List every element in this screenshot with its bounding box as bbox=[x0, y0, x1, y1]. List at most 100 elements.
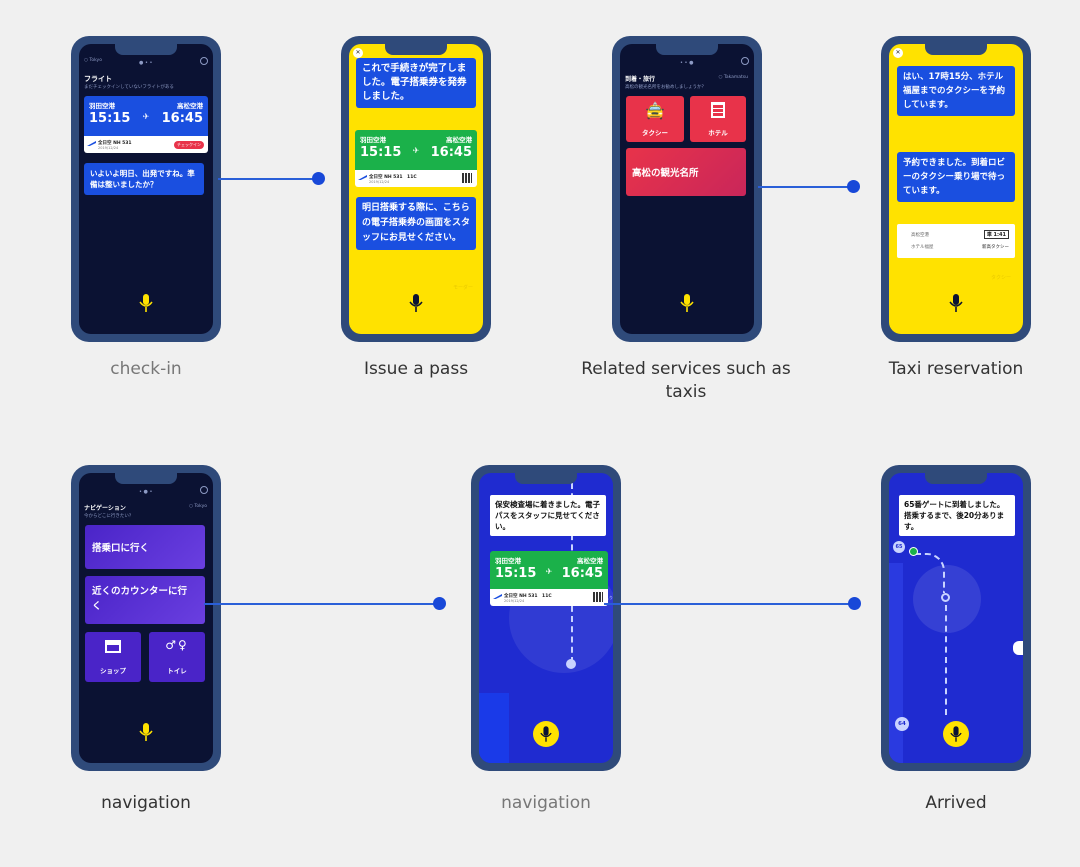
phone-arrived: 65 64 65番ゲートに到着しました。搭乗するまで、後20分あります。 bbox=[881, 465, 1031, 771]
plane-icon: ✈ bbox=[545, 567, 553, 576]
dropoff-label: ホテル福屋 bbox=[911, 245, 934, 250]
taxi-label: タクシー bbox=[642, 129, 668, 137]
phone-taxi-reservation: ✕ はい、17時15分、ホテル福屋までのタクシーを予約しています。 予約できまし… bbox=[881, 36, 1031, 342]
flight-date: 2019/12/24 bbox=[98, 146, 119, 150]
location-label: ○ Tokyo bbox=[189, 504, 207, 509]
map-strip bbox=[889, 563, 903, 763]
notch bbox=[115, 473, 177, 484]
close-icon[interactable]: ✕ bbox=[353, 48, 363, 58]
shop-tile[interactable]: ショップ bbox=[85, 632, 141, 682]
toilet-tile[interactable]: ♂♀ トイレ bbox=[149, 632, 205, 682]
departure-time: 15:15 bbox=[360, 145, 402, 160]
plane-icon: ✈ bbox=[412, 146, 420, 155]
microphone-icon[interactable] bbox=[949, 294, 963, 312]
arrival-time: 16:45 bbox=[561, 566, 603, 581]
screen-navigation-map: ム 入り 保安検査場に着きました。電子パスをスタッフに見せてください。 羽田空港… bbox=[479, 473, 613, 763]
phone-checkin: ○ Tokyo ● • • フライト まだチェックインしていないフライトがある … bbox=[71, 36, 221, 342]
microphone-button[interactable] bbox=[533, 721, 559, 747]
assistant-bubble: 65番ゲートに到着しました。搭乗するまで、後20分あります。 bbox=[899, 495, 1015, 536]
pickup-label: 高松空港 bbox=[911, 233, 929, 238]
hotel-label: ホテル bbox=[708, 129, 728, 137]
caption-arrived: Arrived bbox=[925, 793, 987, 813]
flight-number: 全日空 NH 531 bbox=[98, 141, 132, 146]
connector-line bbox=[758, 186, 853, 188]
checkin-badge[interactable]: チェックイン bbox=[174, 141, 204, 149]
assistant-bubble: いよいよ明日、出発ですね。準備は整いましたか？ bbox=[84, 163, 204, 195]
profile-icon[interactable] bbox=[741, 57, 749, 65]
phone-navigation-map: ム 入り 保安検査場に着きました。電子パスをスタッフに見せてください。 羽田空港… bbox=[471, 465, 621, 771]
screen-checkin: ○ Tokyo ● • • フライト まだチェックインしていないフライトがある … bbox=[79, 44, 213, 334]
go-counter-button[interactable]: 近くのカウンターに行く bbox=[85, 576, 205, 624]
hotel-tile[interactable]: ホテル bbox=[690, 96, 746, 142]
airline-logo-icon bbox=[358, 175, 367, 180]
hotel-icon bbox=[711, 102, 725, 118]
shop-label: ショップ bbox=[100, 667, 126, 675]
notch bbox=[385, 44, 447, 55]
microphone-icon[interactable] bbox=[139, 723, 153, 741]
assistant-bubble: 保安検査場に着きました。電子パスをスタッフに見せてください。 bbox=[490, 495, 606, 536]
page-title: 到着・旅行 bbox=[625, 76, 656, 83]
shop-icon bbox=[105, 640, 121, 653]
page-indicator: • • ● bbox=[680, 60, 694, 66]
reservation-card[interactable]: 高松空港 車 1:41 ホテル福屋 新高タクシー bbox=[897, 224, 1015, 258]
microphone-icon[interactable] bbox=[139, 294, 153, 312]
gate-65-marker: 65 bbox=[893, 541, 905, 553]
go-counter-label: 近くのカウンターに行く bbox=[92, 586, 188, 612]
map-area[interactable]: 65 64 bbox=[889, 473, 1023, 763]
screen-issue-pass: ✕ これで手続きが完了しました。電子搭乗券を発券しました。 羽田空港高松空港 1… bbox=[349, 44, 483, 334]
sightseeing-tile[interactable]: 高松の観光名所 bbox=[626, 148, 746, 196]
departure-time: 15:15 bbox=[495, 566, 537, 581]
profile-icon[interactable] bbox=[200, 57, 208, 65]
caption-checkin: check-in bbox=[110, 359, 182, 379]
notch bbox=[925, 44, 987, 55]
phone-related-services: • • ● 到着・旅行 ○ Takamatsu 高松の観光名所をお勧めしましょう… bbox=[612, 36, 762, 342]
microphone-button[interactable] bbox=[943, 721, 969, 747]
assistant-bubble-top: はい、17時15分、ホテル福屋までのタクシーを予約しています。 bbox=[897, 66, 1015, 116]
microphone-icon bbox=[950, 726, 962, 742]
page-subtitle: まだチェックインしていないフライトがある bbox=[84, 85, 174, 90]
toilet-icon: ♂♀ bbox=[165, 638, 189, 652]
start-location-dot bbox=[909, 547, 918, 556]
caption-taxi-reservation: Taxi reservation bbox=[888, 359, 1024, 379]
microphone-icon[interactable] bbox=[680, 294, 694, 312]
profile-icon[interactable] bbox=[200, 486, 208, 494]
to-airport: 高松空港 bbox=[577, 557, 603, 565]
go-gate-button[interactable]: 搭乗口に行く bbox=[85, 525, 205, 569]
flight-number: 全日空 NH 531 11C bbox=[504, 594, 552, 599]
taxi-icon: 🚖 bbox=[645, 101, 665, 120]
toilet-label: トイレ bbox=[167, 667, 187, 675]
assistant-bubble-top: これで手続きが完了しました。電子搭乗券を発券しました。 bbox=[356, 58, 476, 108]
connector-line bbox=[218, 178, 318, 180]
assistant-bubble-bottom: 明日搭乗する際に、こちらの電子搭乗券の画面をスタッフにお見せください。 bbox=[356, 197, 476, 250]
screen-related-services: • • ● 到着・旅行 ○ Takamatsu 高松の観光名所をお勧めしましょう… bbox=[620, 44, 754, 334]
sightseeing-label: 高松の観光名所 bbox=[632, 168, 699, 179]
close-icon[interactable]: ✕ bbox=[893, 48, 903, 58]
connector-line bbox=[204, 603, 439, 605]
pickup-value: 車 1:41 bbox=[983, 230, 1009, 239]
current-location-dot bbox=[566, 659, 576, 669]
notch bbox=[115, 44, 177, 55]
faded-hint: モーダー bbox=[452, 285, 473, 291]
route-curve bbox=[915, 553, 945, 593]
page-indicator: • ● • bbox=[139, 489, 153, 495]
microphone-icon[interactable] bbox=[409, 294, 423, 312]
gate-64-marker: 64 bbox=[895, 717, 909, 731]
faded-hint: タクシー bbox=[990, 275, 1011, 281]
notch bbox=[656, 44, 718, 55]
taxi-tile[interactable]: 🚖 タクシー bbox=[626, 96, 684, 142]
to-airport: 高松空港 bbox=[177, 102, 203, 110]
caption-navigation-2: navigation bbox=[501, 793, 591, 813]
flight-date: 2019/12/24 bbox=[504, 599, 525, 603]
assistant-bubble-bottom: 予約できました。到着ロビーのタクシー乗り場で待っています。 bbox=[897, 152, 1015, 202]
phone-issue-pass: ✕ これで手続きが完了しました。電子搭乗券を発券しました。 羽田空港高松空港 1… bbox=[341, 36, 491, 342]
route-path bbox=[945, 605, 947, 715]
page-title: フライト bbox=[84, 75, 112, 83]
microphone-icon bbox=[540, 726, 552, 742]
page-title: ナビゲーション bbox=[84, 505, 126, 512]
screen-arrived: 65 64 65番ゲートに到着しました。搭乗するまで、後20分あります。 bbox=[889, 473, 1023, 763]
airline-logo-icon bbox=[493, 594, 502, 599]
qr-code-icon bbox=[462, 173, 472, 183]
